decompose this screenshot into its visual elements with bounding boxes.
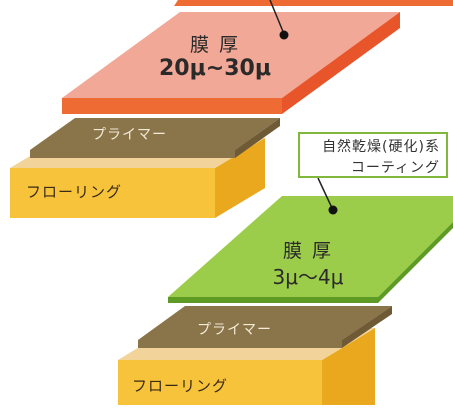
top-thickness-value: 20μ~30μ [158, 56, 272, 81]
top-primer-front [30, 150, 235, 158]
coating-type-callout: 自然乾燥(硬化)系 コーティング [298, 132, 448, 178]
bottom-pointer-dot [328, 205, 338, 215]
top-flooring-label: フローリング [26, 183, 123, 201]
top-pointer-line [269, 0, 285, 35]
top-primer-top [30, 118, 280, 150]
top-coating-top [62, 12, 400, 98]
top-coating-front [62, 98, 282, 114]
top-pointer-dot [279, 30, 289, 40]
bottom-primer-side [342, 306, 392, 348]
top-flooring-front [10, 168, 215, 218]
bottom-flooring-label: フローリング [132, 377, 229, 395]
bottom-flooring-side [322, 328, 375, 405]
bottom-primer-label: プライマー [197, 322, 272, 338]
bottom-pointer-line [317, 177, 333, 209]
callout-line-1: 自然乾燥(硬化)系 [322, 139, 440, 155]
bottom-thickness-label: 膜 厚 [282, 240, 334, 262]
bottom-primer-top [138, 306, 392, 340]
top-primer-side [235, 118, 280, 158]
bottom-primer-front [138, 340, 342, 348]
top-highlight-bar [174, 0, 453, 6]
top-coating-side [282, 12, 400, 114]
bottom-coating-top [168, 196, 453, 297]
bottom-coating-side [378, 222, 453, 303]
bottom-thickness-value: 3μ〜4μ [272, 265, 344, 289]
bottom-coating-front [168, 297, 378, 303]
top-thickness-label: 膜 厚 [189, 34, 241, 56]
top-primer-label: プライマー [92, 127, 167, 143]
bottom-flooring-front [118, 360, 322, 405]
top-flooring-side [215, 138, 265, 218]
callout-line-2: コーティング [350, 160, 440, 176]
